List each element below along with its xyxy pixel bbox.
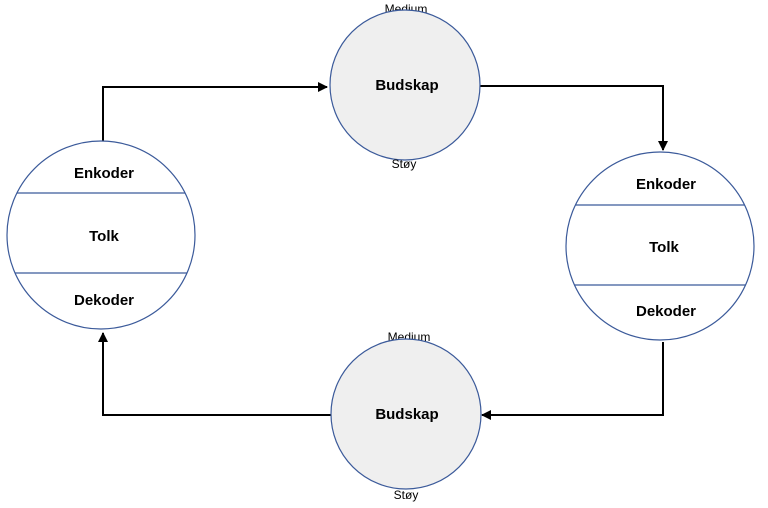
bottom-noise-label: Støy: [394, 488, 419, 502]
right-encoder-label: Enkoder: [636, 176, 696, 193]
left-participant-node: Enkoder Tolk Dekoder: [6, 140, 196, 330]
arrow-left-to-top-message: [102, 82, 328, 141]
bottom-message-circle: [330, 338, 482, 490]
top-noise-label: Støy: [392, 157, 417, 171]
arrow-right-to-bottom-message: [481, 342, 664, 420]
arrow-bottom-message-to-left: [98, 332, 331, 416]
right-participant-circle: [565, 151, 755, 341]
left-interpreter-label: Tolk: [89, 228, 119, 245]
top-message-circle: [329, 9, 481, 161]
top-message-node: Medium Budskap Støy: [329, 2, 481, 171]
bottom-message-node: Medium Budskap Støy: [330, 330, 482, 502]
arrow-top-message-to-right: [480, 85, 668, 151]
right-participant-node: Enkoder Tolk Dekoder: [565, 151, 755, 341]
right-interpreter-label: Tolk: [649, 239, 679, 256]
left-encoder-label: Enkoder: [74, 165, 134, 182]
top-message-label: Budskap: [375, 77, 438, 94]
right-decoder-label: Dekoder: [636, 303, 696, 320]
left-decoder-label: Dekoder: [74, 292, 134, 309]
bottom-message-label: Budskap: [375, 406, 438, 423]
left-participant-circle: [6, 140, 196, 330]
